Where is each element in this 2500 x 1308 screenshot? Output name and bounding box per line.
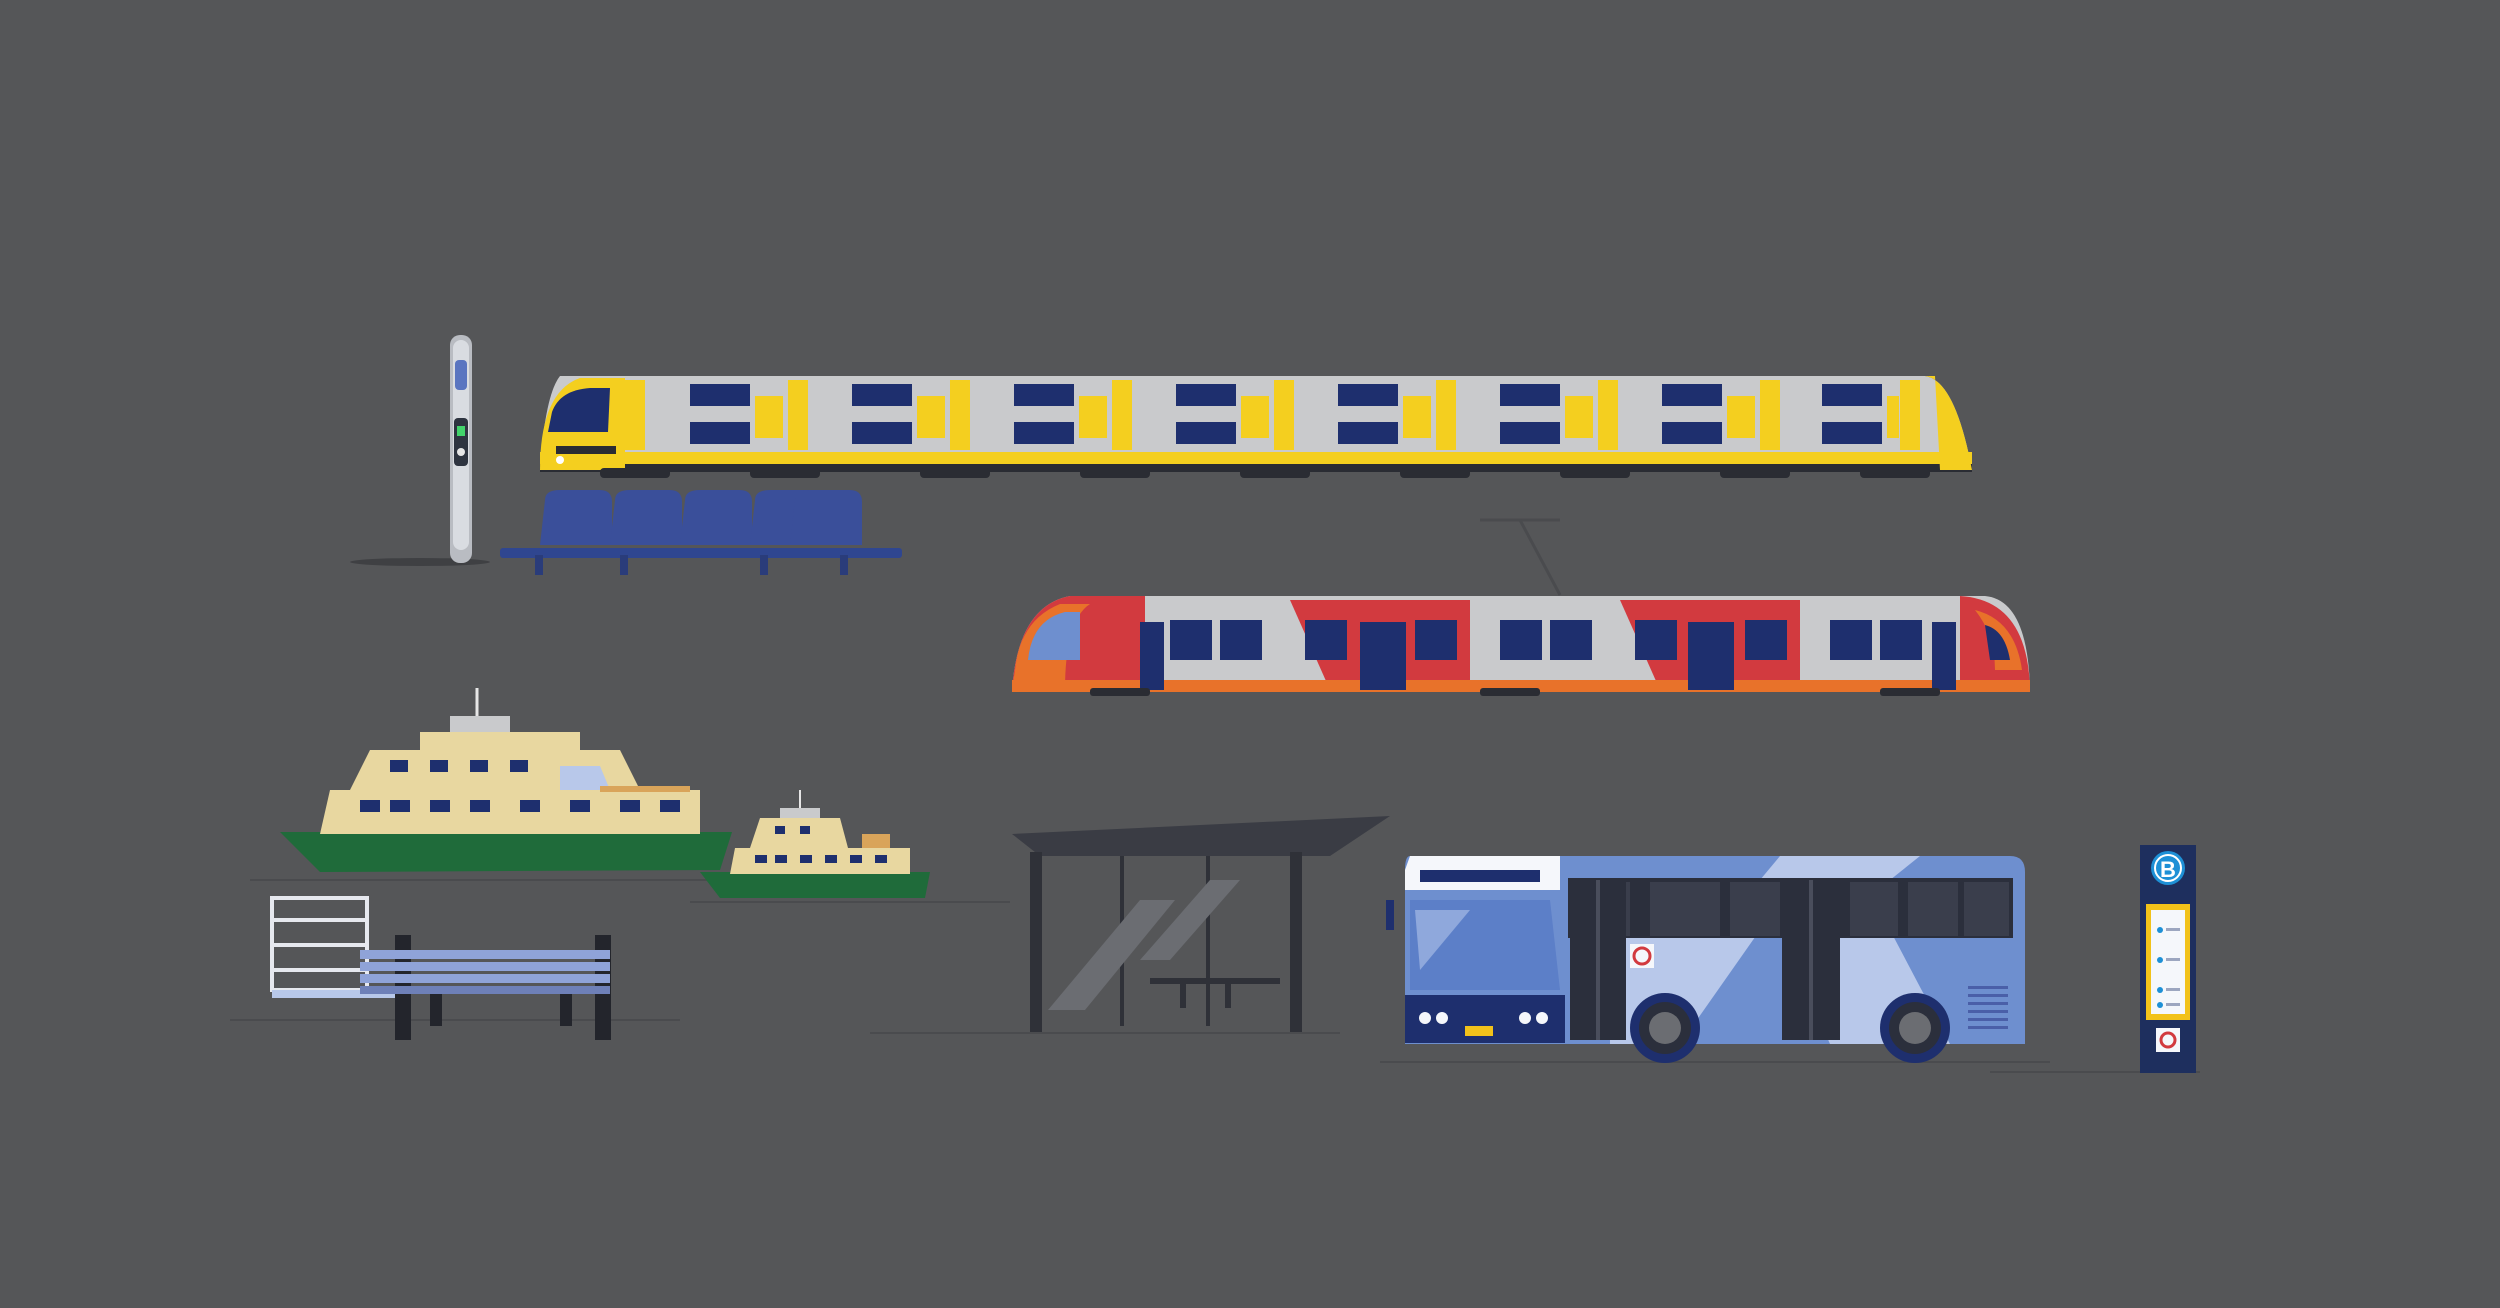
- wharf-bench-icon: [360, 935, 611, 1040]
- opal-reader-icon: [350, 335, 490, 566]
- city-bus-icon: [1380, 856, 2050, 1063]
- intercity-train-icon: [540, 376, 1972, 478]
- light-rail-tram-icon: [1012, 518, 2030, 696]
- bus-shelter-icon: [870, 816, 1390, 1034]
- bus-stop-sign-icon: B: [1990, 845, 2200, 1073]
- small-ferry-icon: [690, 790, 1010, 903]
- large-ferry-icon: [250, 688, 760, 881]
- bus-stop-letter: B: [2160, 857, 2176, 882]
- platform-seats-icon: [500, 490, 902, 575]
